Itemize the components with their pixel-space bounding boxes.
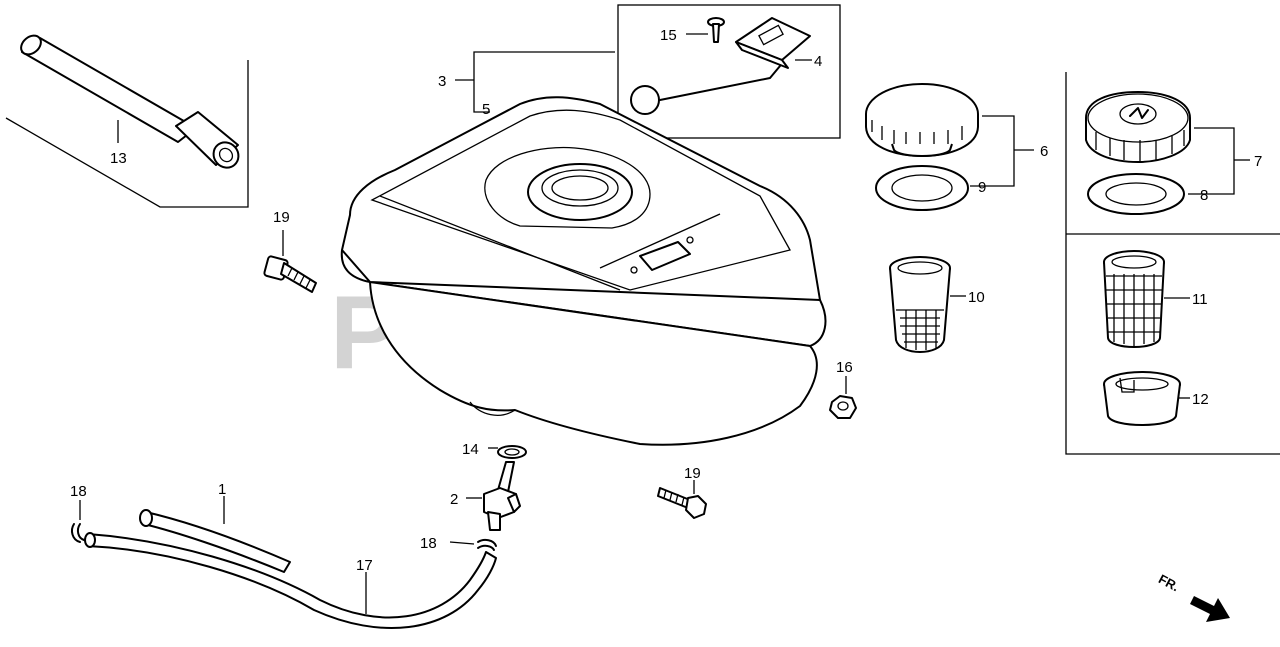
part-19-bolt-left[interactable]: [263, 230, 317, 293]
part-10-fuel-strainer[interactable]: [889, 256, 966, 353]
part-6-fuel-cap[interactable]: [865, 83, 979, 157]
callout-19-left: 19: [273, 209, 290, 226]
part-8-gasket[interactable]: [1087, 173, 1185, 215]
callout-1: 1: [218, 481, 226, 498]
callout-11: 11: [1192, 291, 1208, 308]
leader-7-8: [1188, 127, 1235, 195]
part-4-fuel-gauge[interactable]: [630, 17, 812, 115]
leader-3-5: [473, 51, 615, 113]
fuel-tank[interactable]: [340, 96, 827, 446]
callout-10: 10: [968, 289, 985, 306]
callout-14: 14: [462, 441, 479, 458]
part-18-clip-left[interactable]: [71, 500, 85, 543]
gauge-assembly-box: [617, 4, 841, 139]
callout-4: 4: [814, 53, 822, 70]
arrow-right-down-icon: [1190, 596, 1230, 622]
callout-9: 9: [978, 179, 986, 196]
part-12-strainer-holder[interactable]: [1103, 371, 1190, 426]
part-14-washer[interactable]: [488, 445, 527, 459]
leader-6-9: [970, 115, 1015, 187]
callout-17: 17: [356, 557, 373, 574]
callout-18-right: 18: [420, 535, 437, 552]
callout-2: 2: [450, 491, 458, 508]
callout-13: 13: [110, 150, 127, 167]
direction-label: FR.: [1156, 571, 1182, 594]
callout-6: 6: [1040, 143, 1048, 160]
part-1-fuel-tube[interactable]: [139, 496, 291, 573]
callout-18-left: 18: [70, 483, 87, 500]
part-16-nut[interactable]: [829, 376, 857, 419]
callout-5: 5: [482, 101, 490, 118]
part-15-screw[interactable]: [686, 17, 725, 43]
callout-15: 15: [660, 27, 677, 44]
part-17-fuel-tube[interactable]: [84, 532, 497, 629]
part-13-pipe[interactable]: [5, 32, 249, 208]
callout-16: 16: [836, 359, 853, 376]
part-9-gasket[interactable]: [875, 165, 969, 211]
callout-3: 3: [438, 73, 446, 90]
callout-19-lower: 19: [684, 465, 701, 482]
part-18-clip-right[interactable]: [449, 538, 497, 551]
part-7-fuel-cap[interactable]: [1085, 91, 1191, 163]
direction-indicator: FR.: [1156, 571, 1230, 622]
part-19-bolt-lower[interactable]: [657, 480, 707, 519]
callout-8: 8: [1200, 187, 1208, 204]
callout-12: 12: [1192, 391, 1209, 408]
right-panel-frame: [1065, 72, 1280, 455]
callout-7: 7: [1254, 153, 1262, 170]
part-2-fuel-valve[interactable]: [466, 461, 521, 531]
part-11-fuel-strainer[interactable]: [1103, 250, 1190, 348]
